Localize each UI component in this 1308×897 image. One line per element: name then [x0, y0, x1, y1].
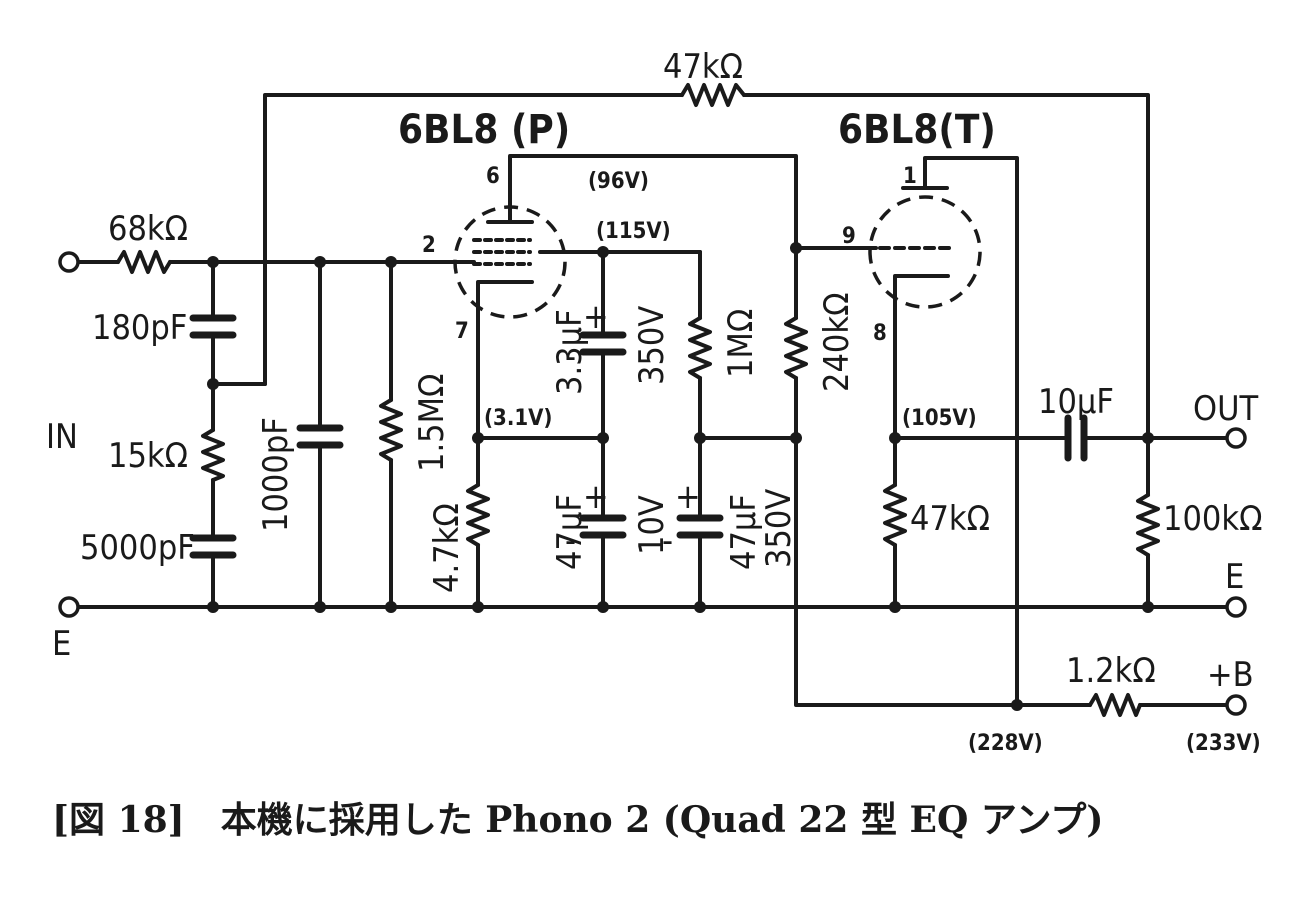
value-c-5000pf: 5000pF [80, 528, 195, 568]
terminal-out [1225, 427, 1247, 449]
capacitor-47uf-350v [676, 514, 724, 539]
value-r-1m: 1MΩ [721, 309, 761, 378]
voltage-233v: (233V) [1186, 731, 1261, 756]
terminal-b-plus [1225, 694, 1247, 716]
resistor-1m [688, 316, 712, 380]
label-e-left: E [52, 624, 71, 664]
terminals [58, 251, 1247, 716]
resistor-15k [201, 428, 225, 482]
figure-caption: [図 18] 本機に採用した Phono 2 (Quad 22 型 EQ アンプ… [52, 799, 1103, 841]
value-r-47k-load: 47kΩ [910, 499, 990, 539]
polarity-minus-47uf-b: - [662, 521, 673, 561]
voltage-115v: (115V) [596, 219, 671, 244]
resistor-1-2k [1088, 693, 1142, 717]
tube-label-pentode: 6BL8 (P) [398, 107, 570, 153]
terminal-in [58, 251, 80, 273]
voltage-228v: (228V) [968, 731, 1043, 756]
resistor-1-5m [379, 398, 403, 462]
value-r-input: 68kΩ [108, 209, 188, 249]
label-in: IN [46, 417, 78, 457]
pin-8: 8 [873, 321, 887, 346]
value-c-180pf: 180pF [92, 308, 187, 348]
value-c-3-3uf: 3.3μF [550, 309, 590, 395]
resistor-4-7k-cathode [466, 483, 490, 547]
resistor-100k [1136, 493, 1160, 557]
resistor-240k [784, 316, 808, 380]
capacitor-180pf [189, 314, 237, 339]
value-r-feedback: 47kΩ [663, 47, 743, 87]
value-c-47uf-a-voltage: 10V [632, 495, 672, 555]
capacitors [189, 314, 1088, 559]
wiring [75, 93, 1230, 707]
capacitor-5000pf [189, 534, 237, 559]
tube-pentode-symbol [453, 205, 567, 319]
polarity-plus-47uf-a: + [583, 477, 609, 517]
polarity-minus-3-3uf: - [565, 337, 576, 377]
label-b-plus: +B [1207, 655, 1254, 695]
value-c-47uf-b-voltage: 350V [759, 489, 799, 568]
pin-9: 9 [842, 224, 856, 249]
value-r-1-2k: 1.2kΩ [1066, 651, 1156, 691]
capacitor-10uf [1064, 414, 1088, 462]
terminal-e-right [1225, 596, 1247, 618]
pin-2: 2 [422, 233, 436, 258]
value-c-3-3uf-voltage: 350V [632, 306, 672, 385]
capacitor-3-3uf [579, 331, 627, 356]
value-c-10uf: 10μF [1038, 382, 1114, 422]
resistors [116, 83, 1160, 717]
label-out: OUT [1193, 389, 1258, 429]
polarity-plus-47uf-b: + [675, 477, 701, 517]
pin-1: 1 [903, 164, 917, 189]
value-r-15k: 15kΩ [108, 436, 188, 476]
capacitor-1000pf [296, 424, 344, 449]
polarity-minus-47uf-a: - [565, 521, 576, 561]
resistor-47k-load [883, 483, 907, 547]
tube-triode-symbol [868, 186, 982, 309]
tube-label-triode: 6BL8(T) [838, 107, 996, 153]
value-c-47uf-b: 47μF [724, 494, 764, 570]
value-r-100k: 100kΩ [1163, 499, 1262, 539]
resistor-47k-feedback [680, 83, 746, 107]
terminal-e-left [58, 596, 80, 618]
voltage-96v: (96V) [588, 169, 649, 194]
junction-dots [207, 242, 1154, 711]
voltage-3-1v: (3.1V) [484, 406, 552, 431]
value-r-4-7k: 4.7kΩ [427, 503, 467, 593]
resistor-68k-input [116, 250, 172, 274]
value-r-1-5m: 1.5MΩ [412, 374, 452, 472]
capacitor-47uf-10v [579, 514, 627, 539]
label-e-right: E [1225, 557, 1244, 597]
pin-6: 6 [486, 164, 500, 189]
value-c-1000pf: 1000pF [256, 417, 296, 532]
voltage-105v: (105V) [902, 406, 977, 431]
pin-7: 7 [455, 319, 469, 344]
polarity-plus-3-3uf: + [583, 297, 609, 337]
value-c-47uf-a: 47μF [550, 494, 590, 570]
value-r-240k: 240kΩ [817, 293, 857, 392]
